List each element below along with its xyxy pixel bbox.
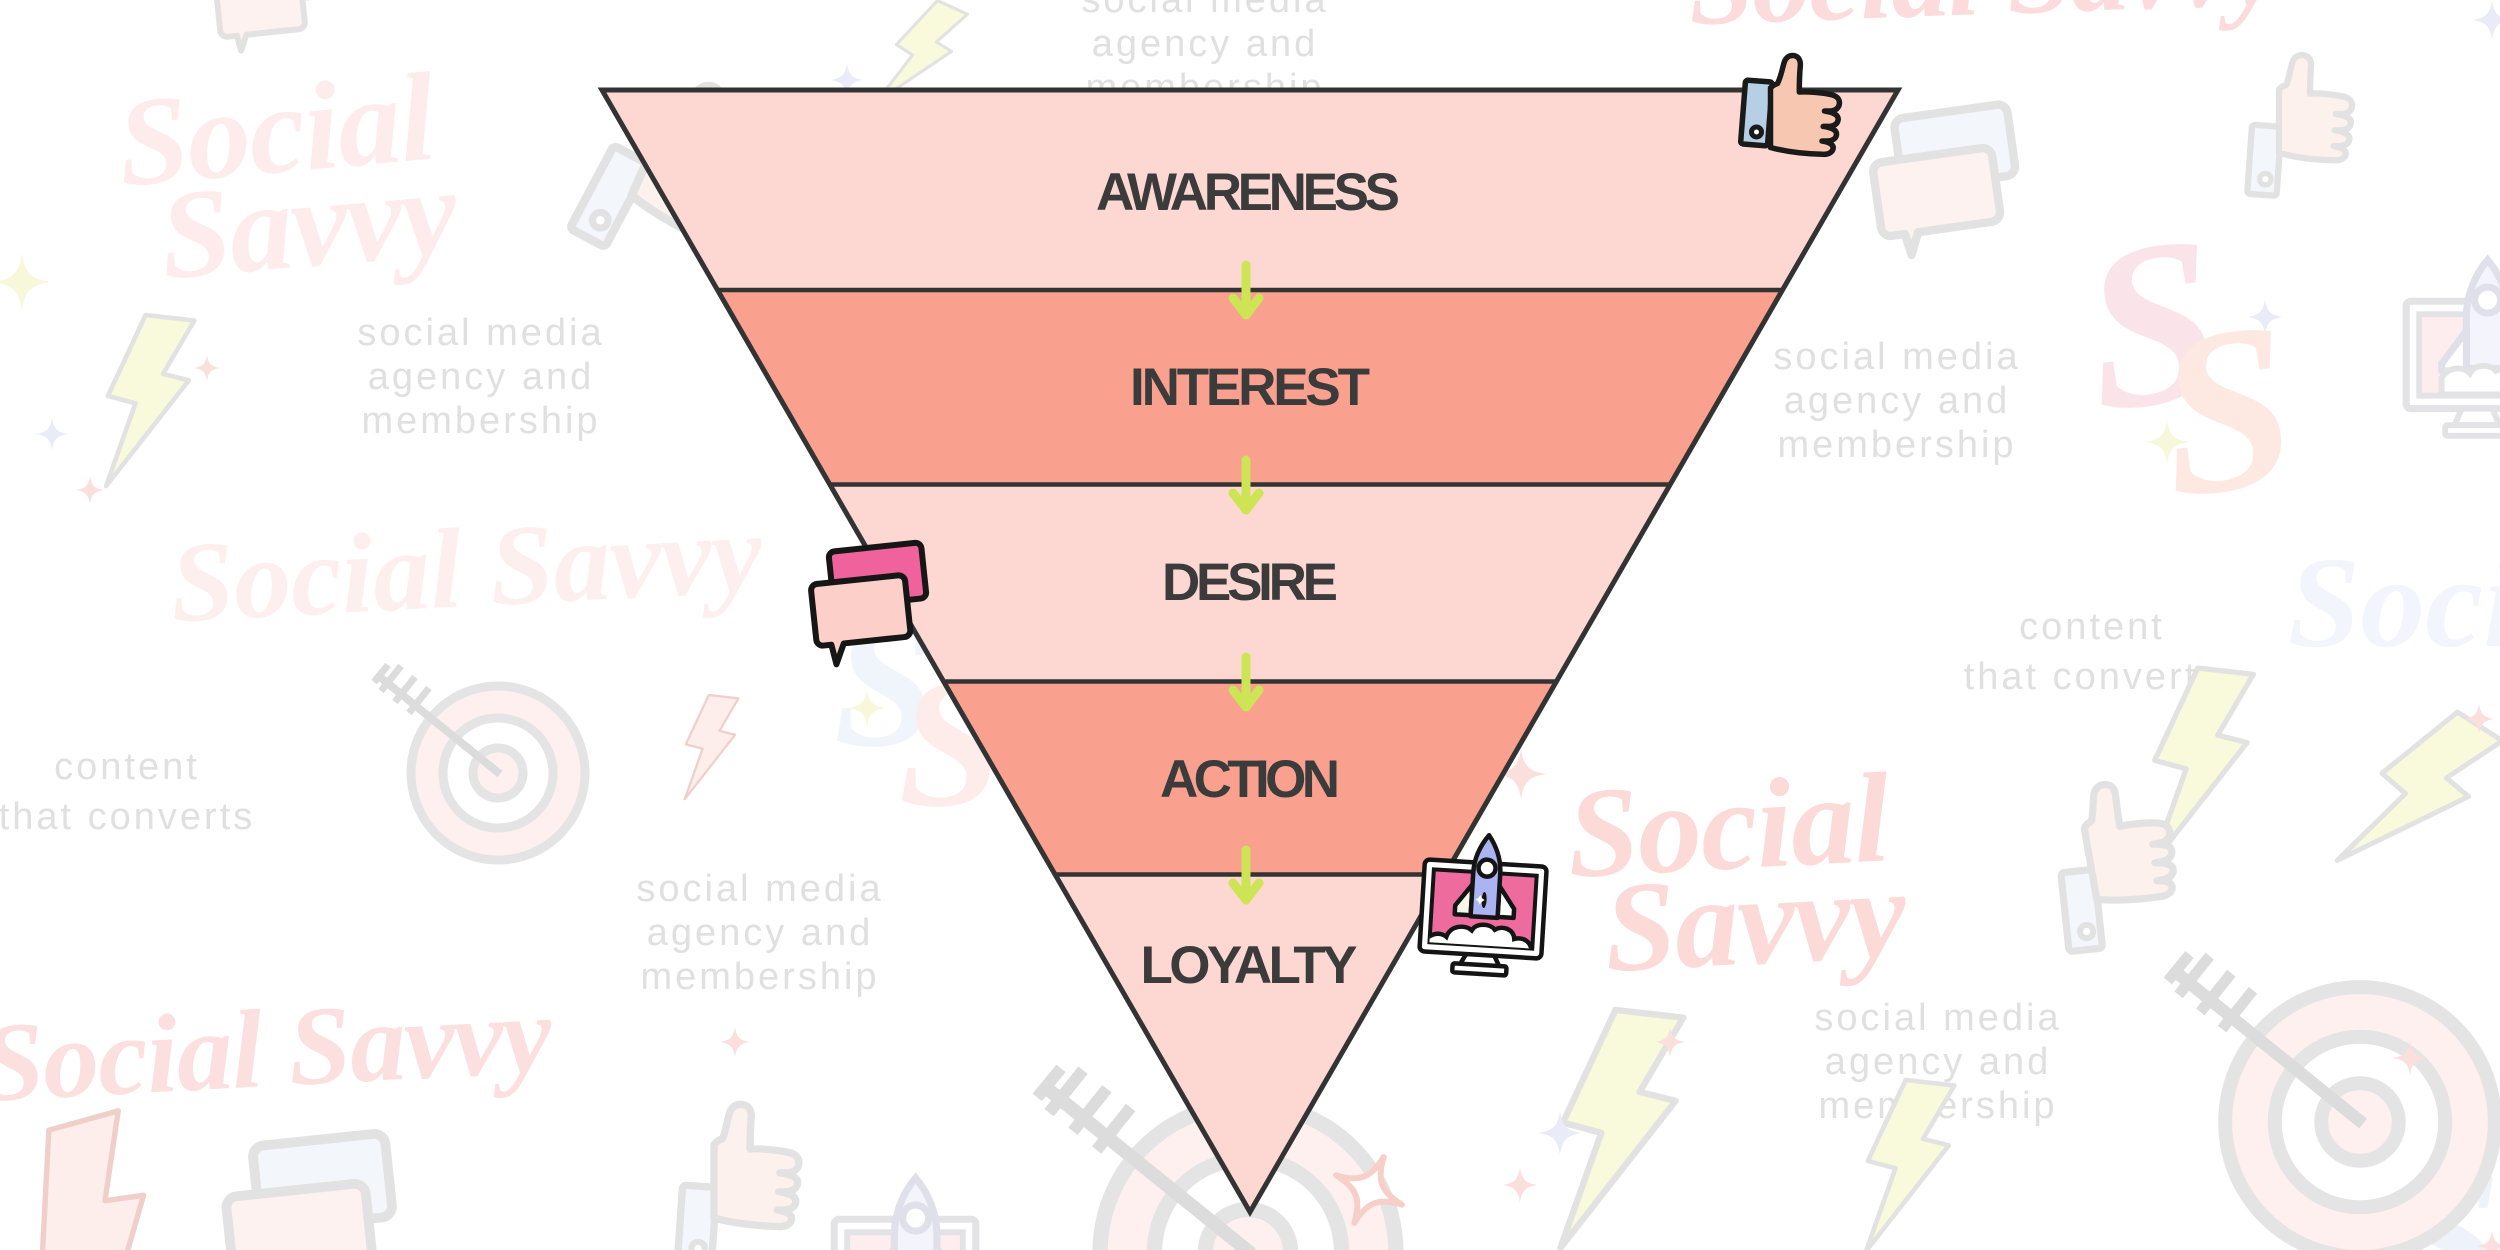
svg-text:Social: Social — [112, 48, 440, 214]
svg-text:content: content — [2019, 606, 2165, 648]
svg-text:social media: social media — [1081, 0, 1328, 21]
svg-text:membership: membership — [640, 956, 879, 998]
svg-text:Savvy: Savvy — [1601, 841, 1911, 999]
svg-text:Social Savvy: Social Savvy — [1686, 0, 2282, 50]
svg-text:Social S: Social S — [2288, 531, 2500, 675]
svg-text:Savvy: Savvy — [155, 142, 464, 306]
svg-text:S: S — [2143, 272, 2309, 548]
svg-text:social media: social media — [1814, 997, 2061, 1039]
svg-text:Social Savvy: Social Savvy — [0, 972, 556, 1126]
svg-text:agency and: agency and — [647, 912, 874, 954]
svg-text:content: content — [54, 746, 200, 788]
svg-text:membership: membership — [361, 400, 600, 442]
svg-text:that converts: that converts — [1964, 656, 2221, 698]
svg-text:LOYALTY: LOYALTY — [1141, 936, 1358, 995]
svg-text:ACTION: ACTION — [1160, 750, 1340, 809]
svg-text:Social Savvy: Social Savvy — [167, 489, 765, 647]
svg-text:INTEREST: INTEREST — [1130, 358, 1370, 417]
svg-text:agency and: agency and — [1784, 380, 2011, 422]
svg-text:agency and: agency and — [1092, 23, 1319, 65]
svg-text:Social: Social — [1564, 746, 1894, 905]
svg-text:agency and: agency and — [368, 356, 595, 398]
svg-text:membership: membership — [1777, 424, 2016, 466]
svg-text:social media: social media — [1773, 336, 2020, 378]
svg-text:agency and: agency and — [1825, 1041, 2052, 1083]
svg-text:AWARENESS: AWARENESS — [1096, 163, 1400, 222]
svg-text:social media: social media — [636, 868, 883, 910]
svg-text:that converts: that converts — [0, 796, 255, 838]
svg-text:social media: social media — [357, 312, 604, 354]
svg-text:DESIRE: DESIRE — [1162, 553, 1338, 612]
